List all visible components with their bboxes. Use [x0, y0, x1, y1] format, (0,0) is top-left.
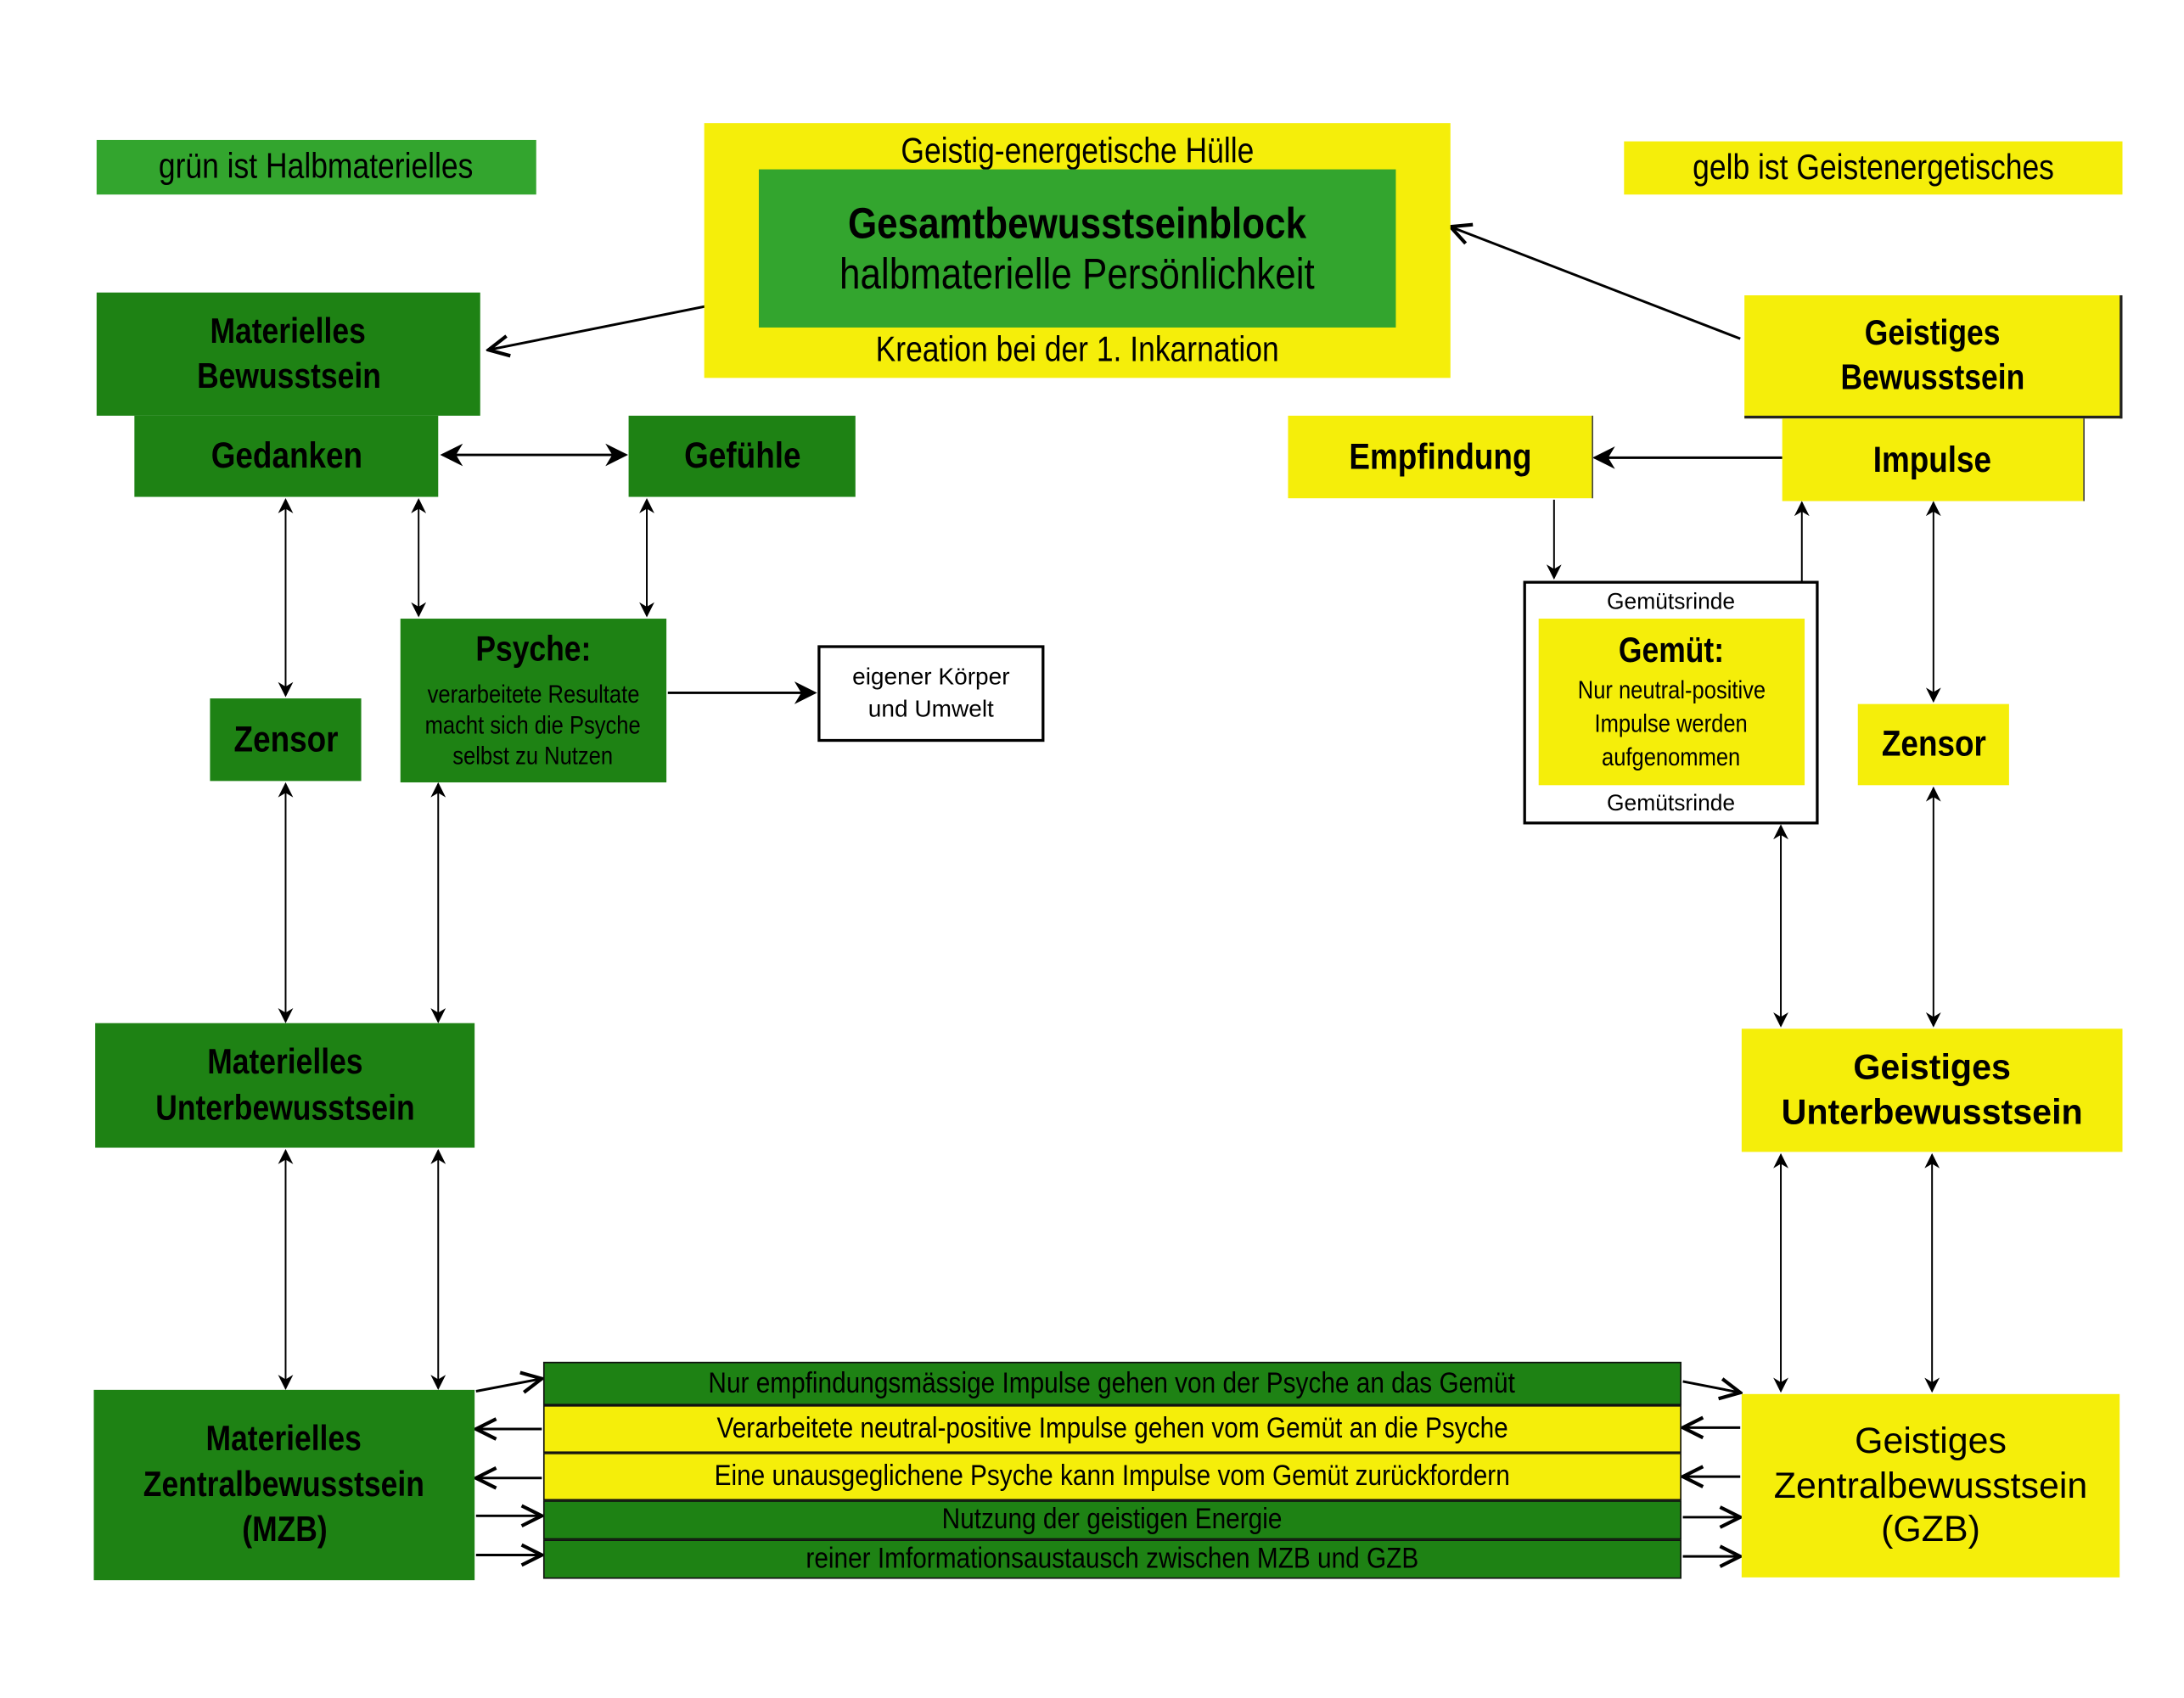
materielles-bewusstsein: Materielles Bewusstsein: [96, 292, 480, 416]
empfindung: Empfindung: [1288, 415, 1594, 499]
psyche-line1: verarbeitete Resultate: [427, 680, 640, 709]
block-title: Gesamtbewusstseinblock: [848, 198, 1307, 248]
mzb-line3: (MZB): [241, 1510, 328, 1550]
gemuet-line2: Impulse werden: [1595, 709, 1749, 738]
gemuet-line1: Nur neutral-positive: [1577, 676, 1766, 705]
geistiger-zensor: Zensor: [1857, 703, 2009, 786]
gefuehle: Gefühle: [628, 415, 856, 497]
gemuet-title: Gemüt:: [1619, 631, 1725, 671]
gzb-line3: (GZB): [1881, 1507, 1980, 1550]
gzb-line2: Zentralbewusstsein: [1773, 1463, 2088, 1506]
exchange-bar-2-text: Verarbeitete neutral-positive Impulse ge…: [716, 1412, 1508, 1445]
exchange-bar-3-text: Eine unausgeglichene Psyche kann Impulse…: [714, 1460, 1511, 1493]
gefuehle-label: Gefühle: [683, 434, 800, 476]
mzb-line2: Zentralbewusstsein: [143, 1465, 425, 1505]
materielles-unterbewusstsein-line1: Materielles: [206, 1042, 363, 1082]
materielles-bewusstsein-line2: Bewusstsein: [196, 356, 381, 396]
geistiges-unterbewusstsein: Geistiges Unterbewusstsein: [1741, 1028, 2123, 1152]
impulse-label: Impulse: [1873, 437, 1992, 480]
impulse: Impulse: [1782, 418, 2085, 502]
block-subtitle: halbmaterielle Persönlichkeit: [839, 248, 1316, 298]
gzb-line1: Geistiges: [1855, 1419, 2007, 1461]
legend-green: grün ist Halbmaterielles: [96, 139, 536, 195]
gedanken-label: Gedanken: [211, 434, 362, 476]
geistiger-zensor-label: Zensor: [1881, 722, 1986, 765]
geistiges-unterbewusstsein-line1: Geistiges: [1853, 1047, 2012, 1087]
materielles-unterbewusstsein: Materielles Unterbewusstsein: [95, 1023, 475, 1148]
materieller-zensor: Zensor: [210, 698, 362, 782]
geistiges-bewusstsein: Geistiges Bewusstsein: [1744, 295, 2123, 419]
arrow-mzb-bar-1: [475, 1379, 542, 1392]
exchange-bar-3: Eine unausgeglichene Psyche kann Impulse…: [542, 1453, 1682, 1501]
exchange-bar-4: Nutzung der geistigen Energie: [542, 1500, 1682, 1540]
psyche: Psyche: verarbeitete Resultate macht sic…: [400, 619, 667, 783]
exchange-bar-1: Nur empfindungsmässige Impulse gehen von…: [542, 1361, 1682, 1405]
empfindung-label: Empfindung: [1348, 434, 1531, 477]
materielles-zentralbewusstsein: Materielles Zentralbewusstsein (MZB): [93, 1389, 475, 1581]
legend-yellow-label: gelb ist Geistenergetisches: [1692, 148, 2054, 188]
gesamtbewusstseinblock: Gesamtbewusstseinblock halbmaterielle Pe…: [758, 169, 1396, 328]
legend-green-label: grün ist Halbmaterielles: [159, 147, 474, 187]
psyche-line2: macht sich die Psyche: [425, 710, 642, 739]
exchange-bar-5-text: reiner Imformationsaustausch zwischen MZ…: [806, 1542, 1419, 1575]
geistiges-bewusstsein-line1: Geistiges: [1864, 312, 2001, 352]
psyche-line3: selbst zu Nutzen: [453, 741, 614, 770]
gedanken: Gedanken: [134, 415, 439, 497]
materieller-zensor-label: Zensor: [233, 717, 338, 759]
legend-yellow: gelb ist Geistenergetisches: [1624, 141, 2123, 195]
exchange-bar-2: Verarbeitete neutral-positive Impulse ge…: [542, 1404, 1682, 1454]
geistiges-bewusstsein-line2: Bewusstsein: [1839, 358, 2024, 398]
koerper-line2: und Umwelt: [867, 694, 994, 722]
huelle-footer: Kreation bei der 1. Inkarnation: [875, 329, 1279, 369]
arrow-bar-1-gzb: [1682, 1381, 1741, 1393]
exchange-bar-5: reiner Imformationsaustausch zwischen MZ…: [542, 1539, 1682, 1579]
mzb-line1: Materielles: [206, 1419, 362, 1460]
gemuetsrinde-top-label: Gemütsrinde: [1607, 591, 1736, 615]
eigener-koerper-umwelt: eigener Körper und Umwelt: [817, 645, 1045, 743]
arrow-geistiges-to-block: [1451, 227, 1741, 340]
materielles-bewusstsein-line1: Materielles: [211, 311, 367, 351]
gemuet: Gemüt: Nur neutral-positive Impulse werd…: [1538, 619, 1805, 786]
koerper-line1: eigener Körper: [852, 664, 1010, 691]
geistiges-unterbewusstsein-line2: Unterbewusstsein: [1781, 1093, 2083, 1133]
geistiges-zentralbewusstsein: Geistiges Zentralbewusstsein (GZB): [1741, 1393, 2120, 1578]
exchange-bar-1-text: Nur empfindungsmässige Impulse gehen von…: [709, 1366, 1516, 1399]
gemuet-line3: aufgenommen: [1602, 743, 1741, 771]
huelle-title: Geistig-energetische Hülle: [901, 132, 1255, 171]
gemuetsrinde-bottom-label: Gemütsrinde: [1607, 792, 1736, 816]
psyche-title: Psyche:: [475, 630, 592, 670]
materielles-unterbewusstsein-line2: Unterbewusstsein: [154, 1088, 415, 1128]
exchange-bar-4-text: Nutzung der geistigen Energie: [942, 1503, 1283, 1536]
